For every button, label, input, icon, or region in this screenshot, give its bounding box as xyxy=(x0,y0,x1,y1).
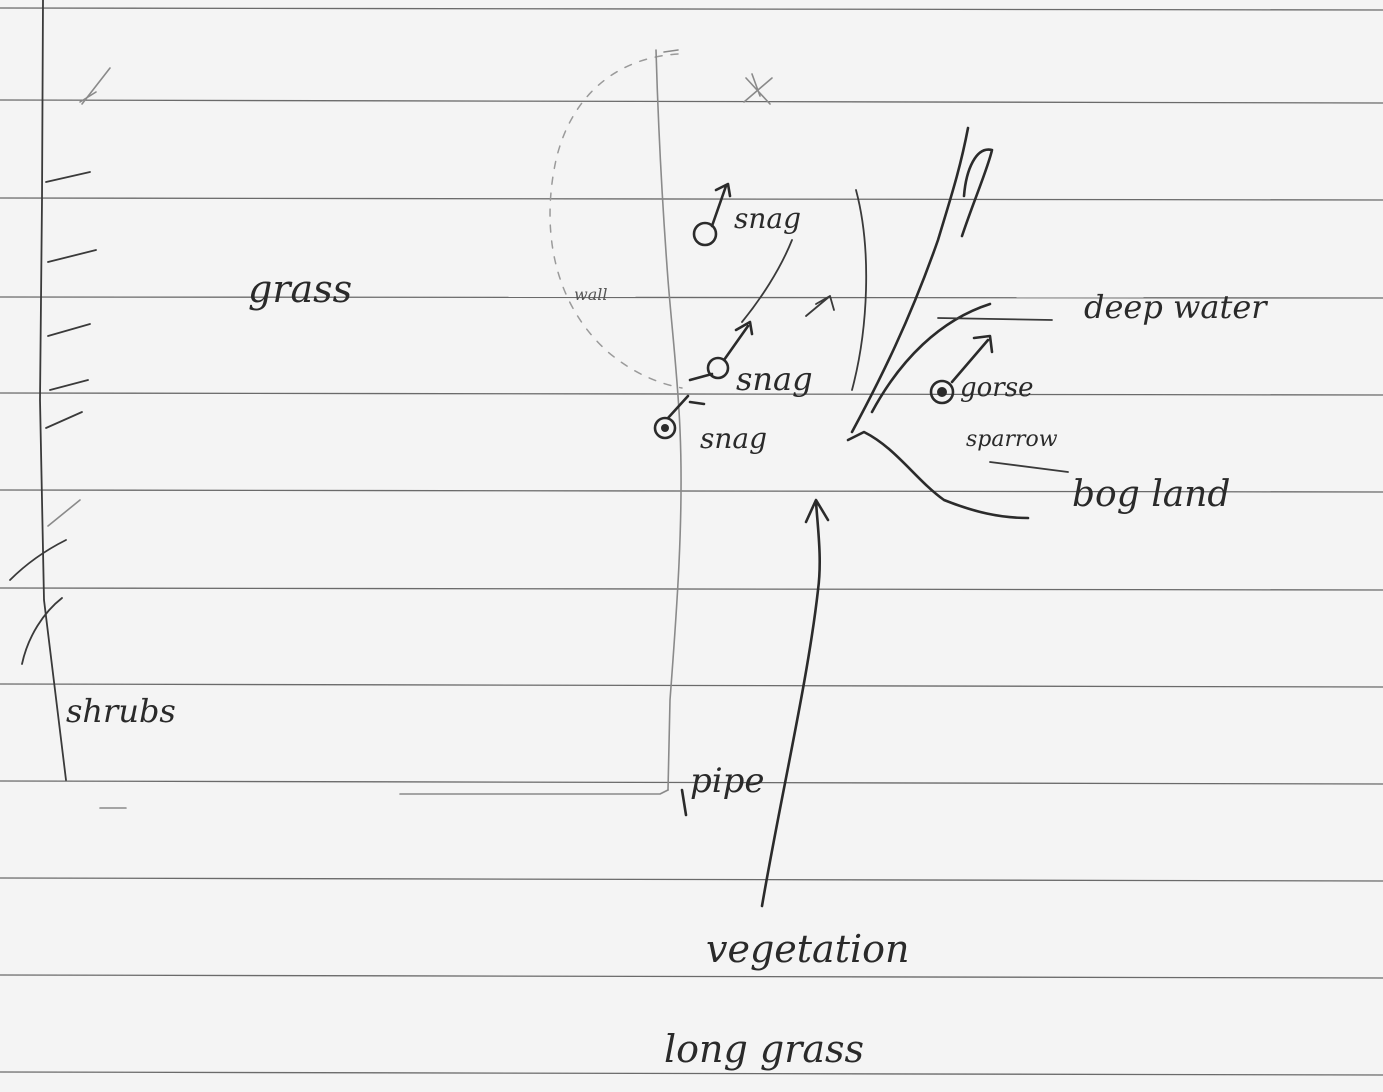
long-grass-label: long grass xyxy=(664,1027,864,1071)
vegetation-label: vegetation xyxy=(706,927,909,971)
shrubs-label: shrubs xyxy=(66,692,176,730)
vegetation-arrow xyxy=(760,498,830,908)
pipe-route-bottom xyxy=(399,789,669,795)
stream-loop xyxy=(960,148,994,238)
tree-line xyxy=(851,189,868,391)
gorse-label: gorse xyxy=(960,373,1033,403)
grass-label: grass xyxy=(248,267,352,311)
snag-mid-symbol xyxy=(688,320,754,382)
snag-top-symbol xyxy=(692,182,732,247)
sparrow-label: sparrow xyxy=(966,427,1058,452)
margin-line xyxy=(39,0,67,781)
bog-land-leader xyxy=(989,461,1069,473)
ruled-lines xyxy=(0,7,1383,1076)
snag-top-label: snag xyxy=(734,202,801,235)
snag-arrow-up xyxy=(805,295,835,317)
snag-low-label: snag xyxy=(700,422,767,455)
deep-water-pointer xyxy=(870,302,992,414)
pipe-route-line xyxy=(655,49,682,791)
snag-mid-label: snag xyxy=(736,360,813,398)
stream-line xyxy=(850,126,970,434)
bog-edge xyxy=(846,430,1030,520)
snag-path-arc xyxy=(741,239,793,323)
pipe-label: pipe xyxy=(690,761,765,801)
gorse-symbol xyxy=(929,334,994,405)
pipe-stub xyxy=(680,788,688,817)
star-mark xyxy=(743,73,773,105)
wall-top-mark xyxy=(663,49,679,53)
shrub-marks xyxy=(9,67,127,809)
wall-label: wall xyxy=(574,285,607,304)
wall-outline xyxy=(549,53,683,389)
deep-water-leader xyxy=(937,317,1053,321)
deep-water-label: deep water xyxy=(1084,288,1268,326)
bog-land-label: bog land xyxy=(1072,474,1230,515)
snag-low-symbol xyxy=(653,394,706,440)
